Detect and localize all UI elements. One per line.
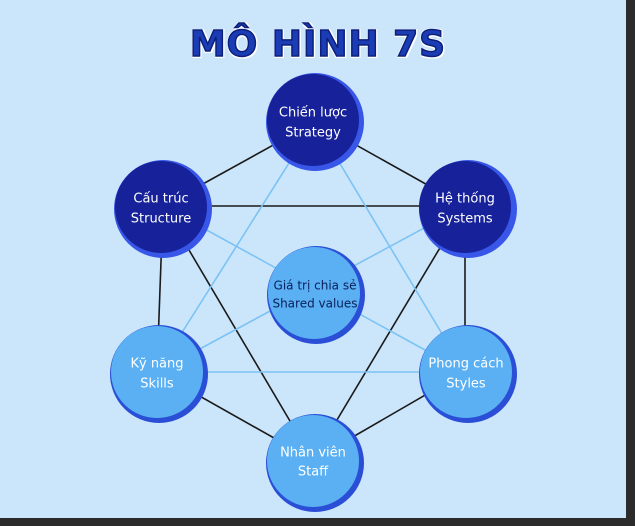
node-styles-line2: Styles xyxy=(446,377,486,392)
node-skills: Kỹ năng Skills xyxy=(110,325,208,423)
node-styles: Phong cách Styles xyxy=(419,325,517,423)
node-structure: Cấu trúc Structure xyxy=(114,160,212,258)
diagram-title: MÔ HÌNH 7S xyxy=(189,23,447,66)
node-systems-line1: Hệ thống xyxy=(435,192,495,207)
node-shared-values: Giá trị chia sẻ Shared values xyxy=(267,246,365,344)
node-strategy: Chiến lược Strategy xyxy=(266,73,364,171)
node-styles-line1: Phong cách xyxy=(428,357,503,372)
node-staff-line2: Staff xyxy=(298,465,329,480)
node-staff: Nhân viên Staff xyxy=(266,414,364,512)
node-skills-line2: Skills xyxy=(140,377,174,392)
node-structure-line1: Cấu trúc xyxy=(133,192,188,207)
node-skills-line1: Kỹ năng xyxy=(130,357,183,372)
node-strategy-line2: Strategy xyxy=(285,126,341,141)
seven-s-diagram: Chiến lược Strategy Cấu trúc Structure H… xyxy=(110,73,517,512)
node-structure-line2: Structure xyxy=(131,212,191,227)
node-staff-line1: Nhân viên xyxy=(280,446,346,461)
node-shared-line1: Giá trị chia sẻ xyxy=(274,279,357,293)
diagram-canvas: MÔ HÌNH 7S Chiến lược Strategy xyxy=(0,0,626,518)
node-strategy-line1: Chiến lược xyxy=(279,106,347,121)
node-systems: Hệ thống Systems xyxy=(419,160,517,258)
node-systems-line2: Systems xyxy=(437,212,492,227)
node-shared-line2: Shared values xyxy=(272,297,357,311)
